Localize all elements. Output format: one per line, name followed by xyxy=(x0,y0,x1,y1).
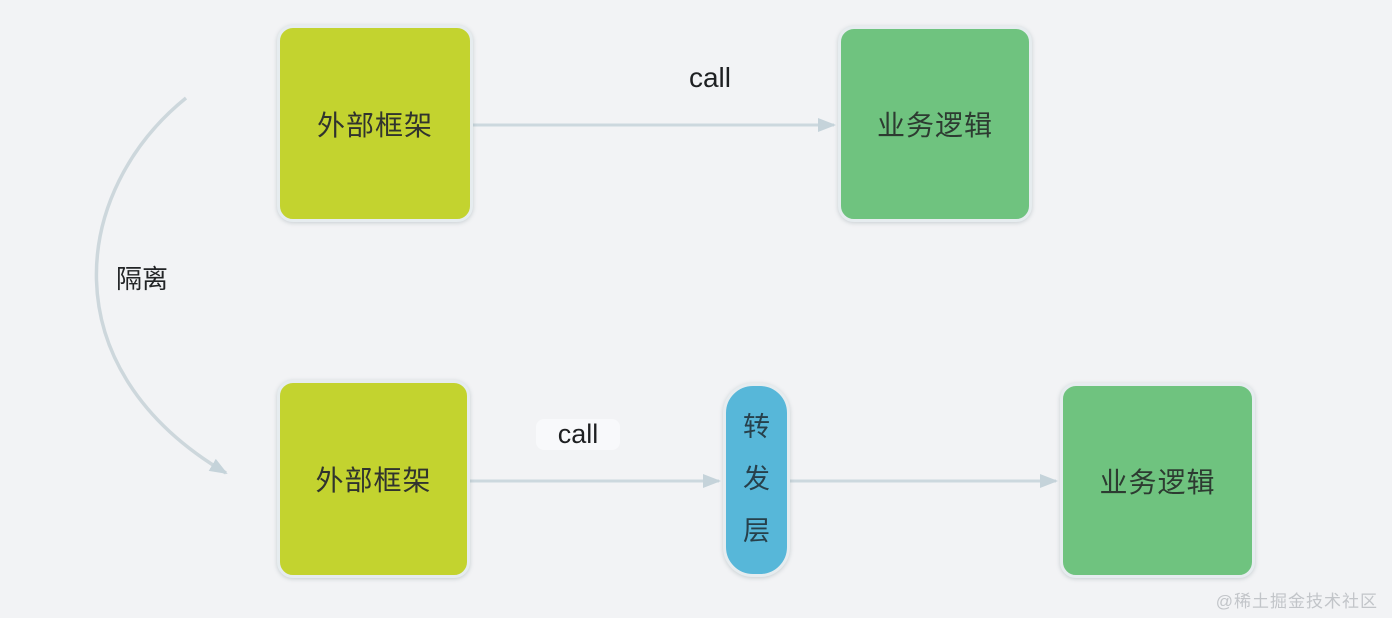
isolation-curved-arrow xyxy=(94,96,228,475)
node-forwarding-layer: 转发层 xyxy=(723,383,790,577)
bottom-call-edge-label: call xyxy=(536,419,620,450)
node-label: 外部框架 xyxy=(315,465,432,496)
node-external-framework-top: 外部框架 xyxy=(277,25,473,222)
isolation-edge-label: 隔离 xyxy=(115,264,168,294)
node-label: 业务逻辑 xyxy=(1099,466,1216,498)
node-label: 外部框架 xyxy=(316,109,433,141)
watermark-text: @稀土掘金技术社区 xyxy=(1215,592,1378,611)
node-business-logic-top: 业务逻辑 xyxy=(838,26,1032,222)
node-label: 转发层 xyxy=(743,412,770,546)
top-call-edge-label: call xyxy=(688,62,731,93)
node-external-framework-bottom: 外部框架 xyxy=(277,380,470,578)
node-business-logic-bottom: 业务逻辑 xyxy=(1060,383,1255,578)
node-label: 业务逻辑 xyxy=(876,110,993,141)
